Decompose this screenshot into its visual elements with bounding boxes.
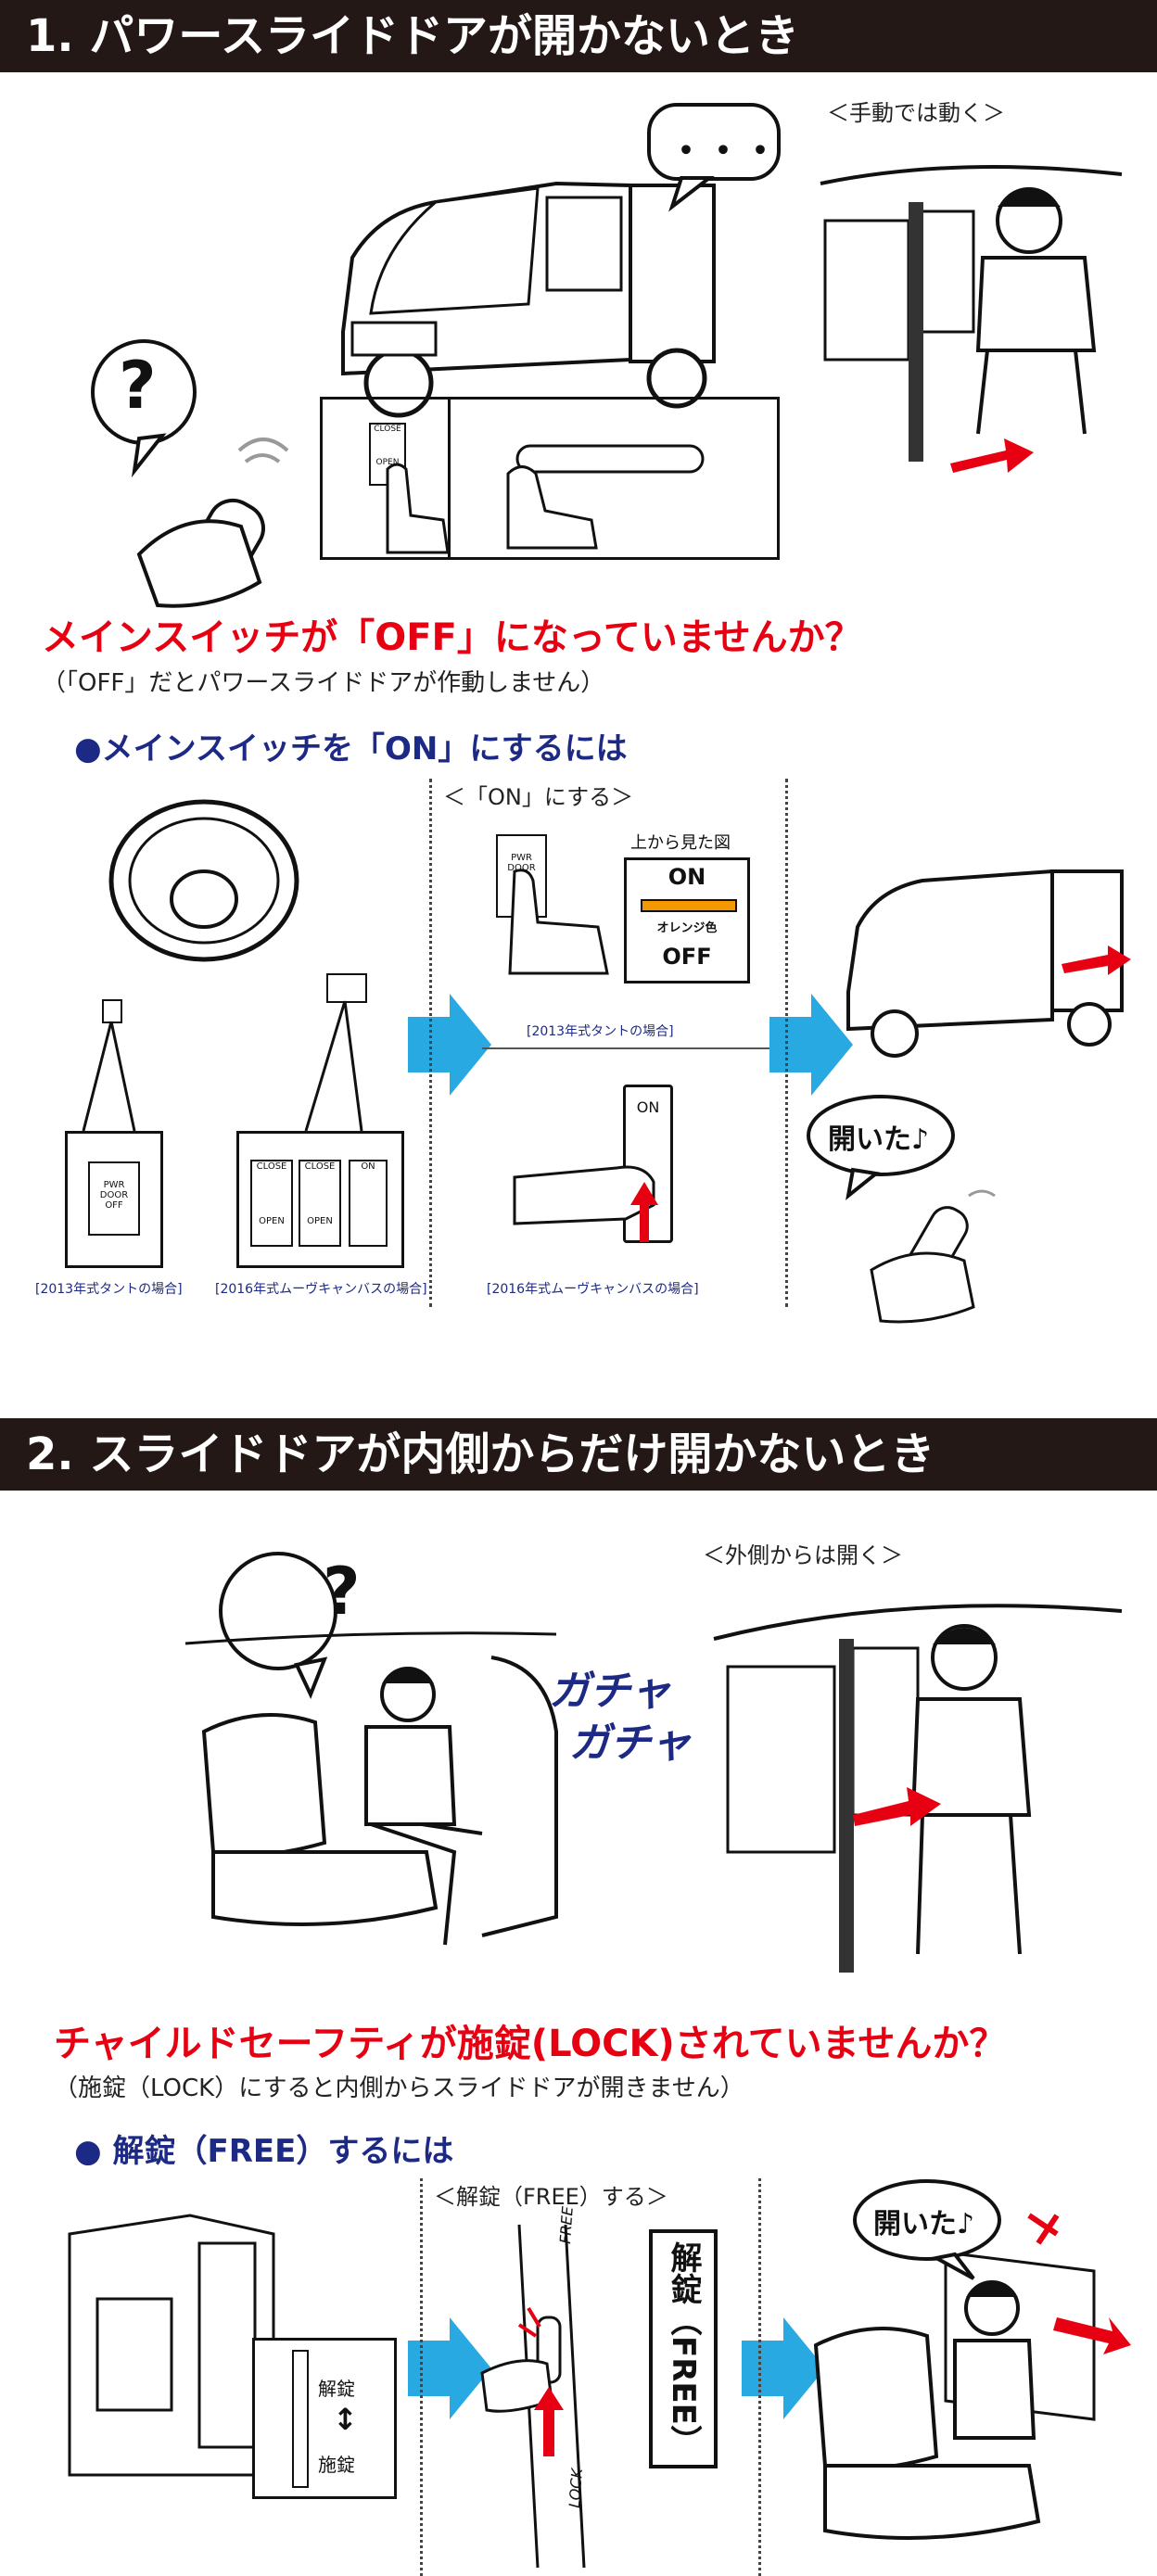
- step-divider-1: [429, 779, 432, 1307]
- section1-steps: PWR DOOR OFF CLOSE OPEN CLOSE OPEN ON [2…: [0, 779, 1157, 1324]
- tanto-2013-switch-panel: PWR DOOR OFF: [65, 1131, 163, 1268]
- off-label-top: OFF: [662, 944, 712, 970]
- unlock-label: 解錠: [318, 2378, 355, 2400]
- lever-closeup-illustration: [480, 2224, 586, 2569]
- lock-en-label-vertical: LOCK: [566, 2468, 586, 2509]
- opened-text-1: 開いた♪: [828, 1123, 930, 1156]
- movecanbus-2016-label-mid: [2016年式ムーヴキャンバスの場合]: [487, 1282, 699, 1297]
- section1-header: 1. パワースライドドアが開かないとき: [0, 0, 1157, 72]
- tanto-2013-label-mid: [2013年式タントの場合]: [527, 1024, 674, 1039]
- on-label-slider: ON: [636, 1098, 660, 1116]
- section2-howto-title: ● 解錠（FREE）するには: [74, 2133, 454, 2170]
- step-divider-2: [785, 779, 788, 1307]
- red-arrow-right: [950, 438, 1034, 473]
- steering-wheel-icon: [108, 799, 299, 962]
- on-step-caption: ＜「ON」にする＞: [443, 784, 634, 810]
- close-open-button-b: CLOSE OPEN: [299, 1160, 341, 1247]
- seated-opened-illustration: [813, 2213, 1131, 2540]
- section1-question-sub: （「OFF」だとパワースライドドアが作動しません）: [42, 669, 605, 697]
- close-label-b: CLOSE: [304, 1161, 336, 1172]
- step-connector-line: [482, 1047, 769, 1049]
- hand-slide-icon: [513, 1165, 658, 1242]
- outside-person-illustration: [713, 1604, 1123, 1973]
- open-label: OPEN: [375, 458, 400, 467]
- step-arrow-1: [408, 994, 491, 1096]
- section2-question-title: チャイルドセーフティが施錠(LOCK)されていませんか？: [54, 2023, 1007, 2065]
- car-illustration: [341, 181, 716, 418]
- opened-bubble: [807, 1095, 955, 1200]
- up-down-arrow-icon: ↕: [333, 2402, 358, 2437]
- orange-label: オレンジ色: [656, 921, 718, 935]
- on-label-top: ON: [668, 864, 706, 890]
- tanto-2013-label-left: [2013年式タントの場合]: [35, 1282, 183, 1297]
- step-arrow-2: [769, 994, 853, 1096]
- dots-text: ・・・: [668, 130, 779, 172]
- top-view-box: ON オレンジ色 OFF: [624, 857, 750, 983]
- pwr-door-off-button: PWR DOOR OFF: [88, 1161, 140, 1236]
- detail-box: CLOSE OPEN: [320, 397, 780, 560]
- opened-text-2: 開いた♪: [873, 2208, 975, 2240]
- close-label: CLOSE: [374, 425, 401, 434]
- section1-question-title: メインスイッチが「OFF」になっていませんか？: [42, 616, 862, 659]
- big-free-label-box: 解錠（FREE）: [649, 2229, 718, 2468]
- question-mark-1: ?: [119, 348, 157, 424]
- section1-howto-title: ●メインスイッチを「ON」にするには: [74, 730, 628, 768]
- lock-lever-closeup: 解錠 ↕ 施錠: [252, 2338, 397, 2499]
- view-from-top-label: 上から見た図: [630, 833, 731, 853]
- car-interior-illustration: [68, 2214, 275, 2477]
- door-handle-icon: [506, 444, 705, 550]
- section1-illustration: ? ・・・ CLOSE OPEN ＜手動では動く＞: [0, 72, 1157, 608]
- close-open-button-a: CLOSE OPEN: [250, 1160, 293, 1247]
- on-toggle-small: ON: [349, 1160, 388, 1247]
- car-opened-illustration: [846, 869, 1131, 1058]
- open-label-a: OPEN: [259, 1216, 285, 1226]
- gacha-text-2: ガチャ: [569, 1719, 692, 1767]
- section2-header: 2. スライドドアが内側からだけ開かないとき: [0, 1418, 1157, 1491]
- remote-key-icon-2: [870, 1189, 996, 1324]
- thought-bubble: [647, 103, 781, 212]
- orange-indicator: [641, 899, 737, 912]
- step-divider-4: [758, 2178, 761, 2576]
- close-label-a: CLOSE: [256, 1161, 287, 1172]
- open-label-b: OPEN: [307, 1216, 333, 1226]
- remote-key-icon: [91, 339, 289, 608]
- movecanbus-2016-label-left: [2016年式ムーヴキャンバスの場合]: [215, 1282, 427, 1297]
- finger-press-icon: [386, 463, 450, 554]
- gacha-text-1: ガチャ: [549, 1668, 671, 1715]
- callout-lines: [82, 1000, 363, 1132]
- opened-bubble-2: [853, 2179, 1001, 2280]
- section2-steps: 解錠 ↕ 施錠 ＜解錠（FREE）する＞ FREE LOCK 解錠（FREE） …: [0, 2178, 1157, 2576]
- switch-location-marker-2: [326, 973, 367, 1003]
- step-arrow-3: [408, 2317, 491, 2419]
- movecanbus-2016-switch-panel: CLOSE OPEN CLOSE OPEN ON: [236, 1131, 404, 1268]
- section2-illustration: ? ガチャ ガチャ ＜外側からは開く＞: [0, 1491, 1157, 1973]
- lever-slot: [292, 2350, 309, 2488]
- step-arrow-4: [742, 2317, 825, 2419]
- seated-person-illustration: [184, 1552, 558, 1946]
- question-mark-2: ?: [323, 1554, 361, 1630]
- person-at-door: [820, 165, 1123, 462]
- finger-press-icon-2: [508, 869, 609, 975]
- outside-caption: ＜外側からは開く＞: [703, 1542, 903, 1568]
- step-divider-3: [420, 2178, 423, 2576]
- free-step-caption: ＜解錠（FREE）する＞: [434, 2184, 668, 2210]
- manual-caption: ＜手動では動く＞: [827, 100, 1005, 126]
- lock-label: 施錠: [318, 2454, 355, 2476]
- section2-question-sub: （施錠（LOCK）にすると内側からスライドドアが開きません）: [54, 2075, 744, 2102]
- free-label-vertical: FREE: [556, 2205, 577, 2245]
